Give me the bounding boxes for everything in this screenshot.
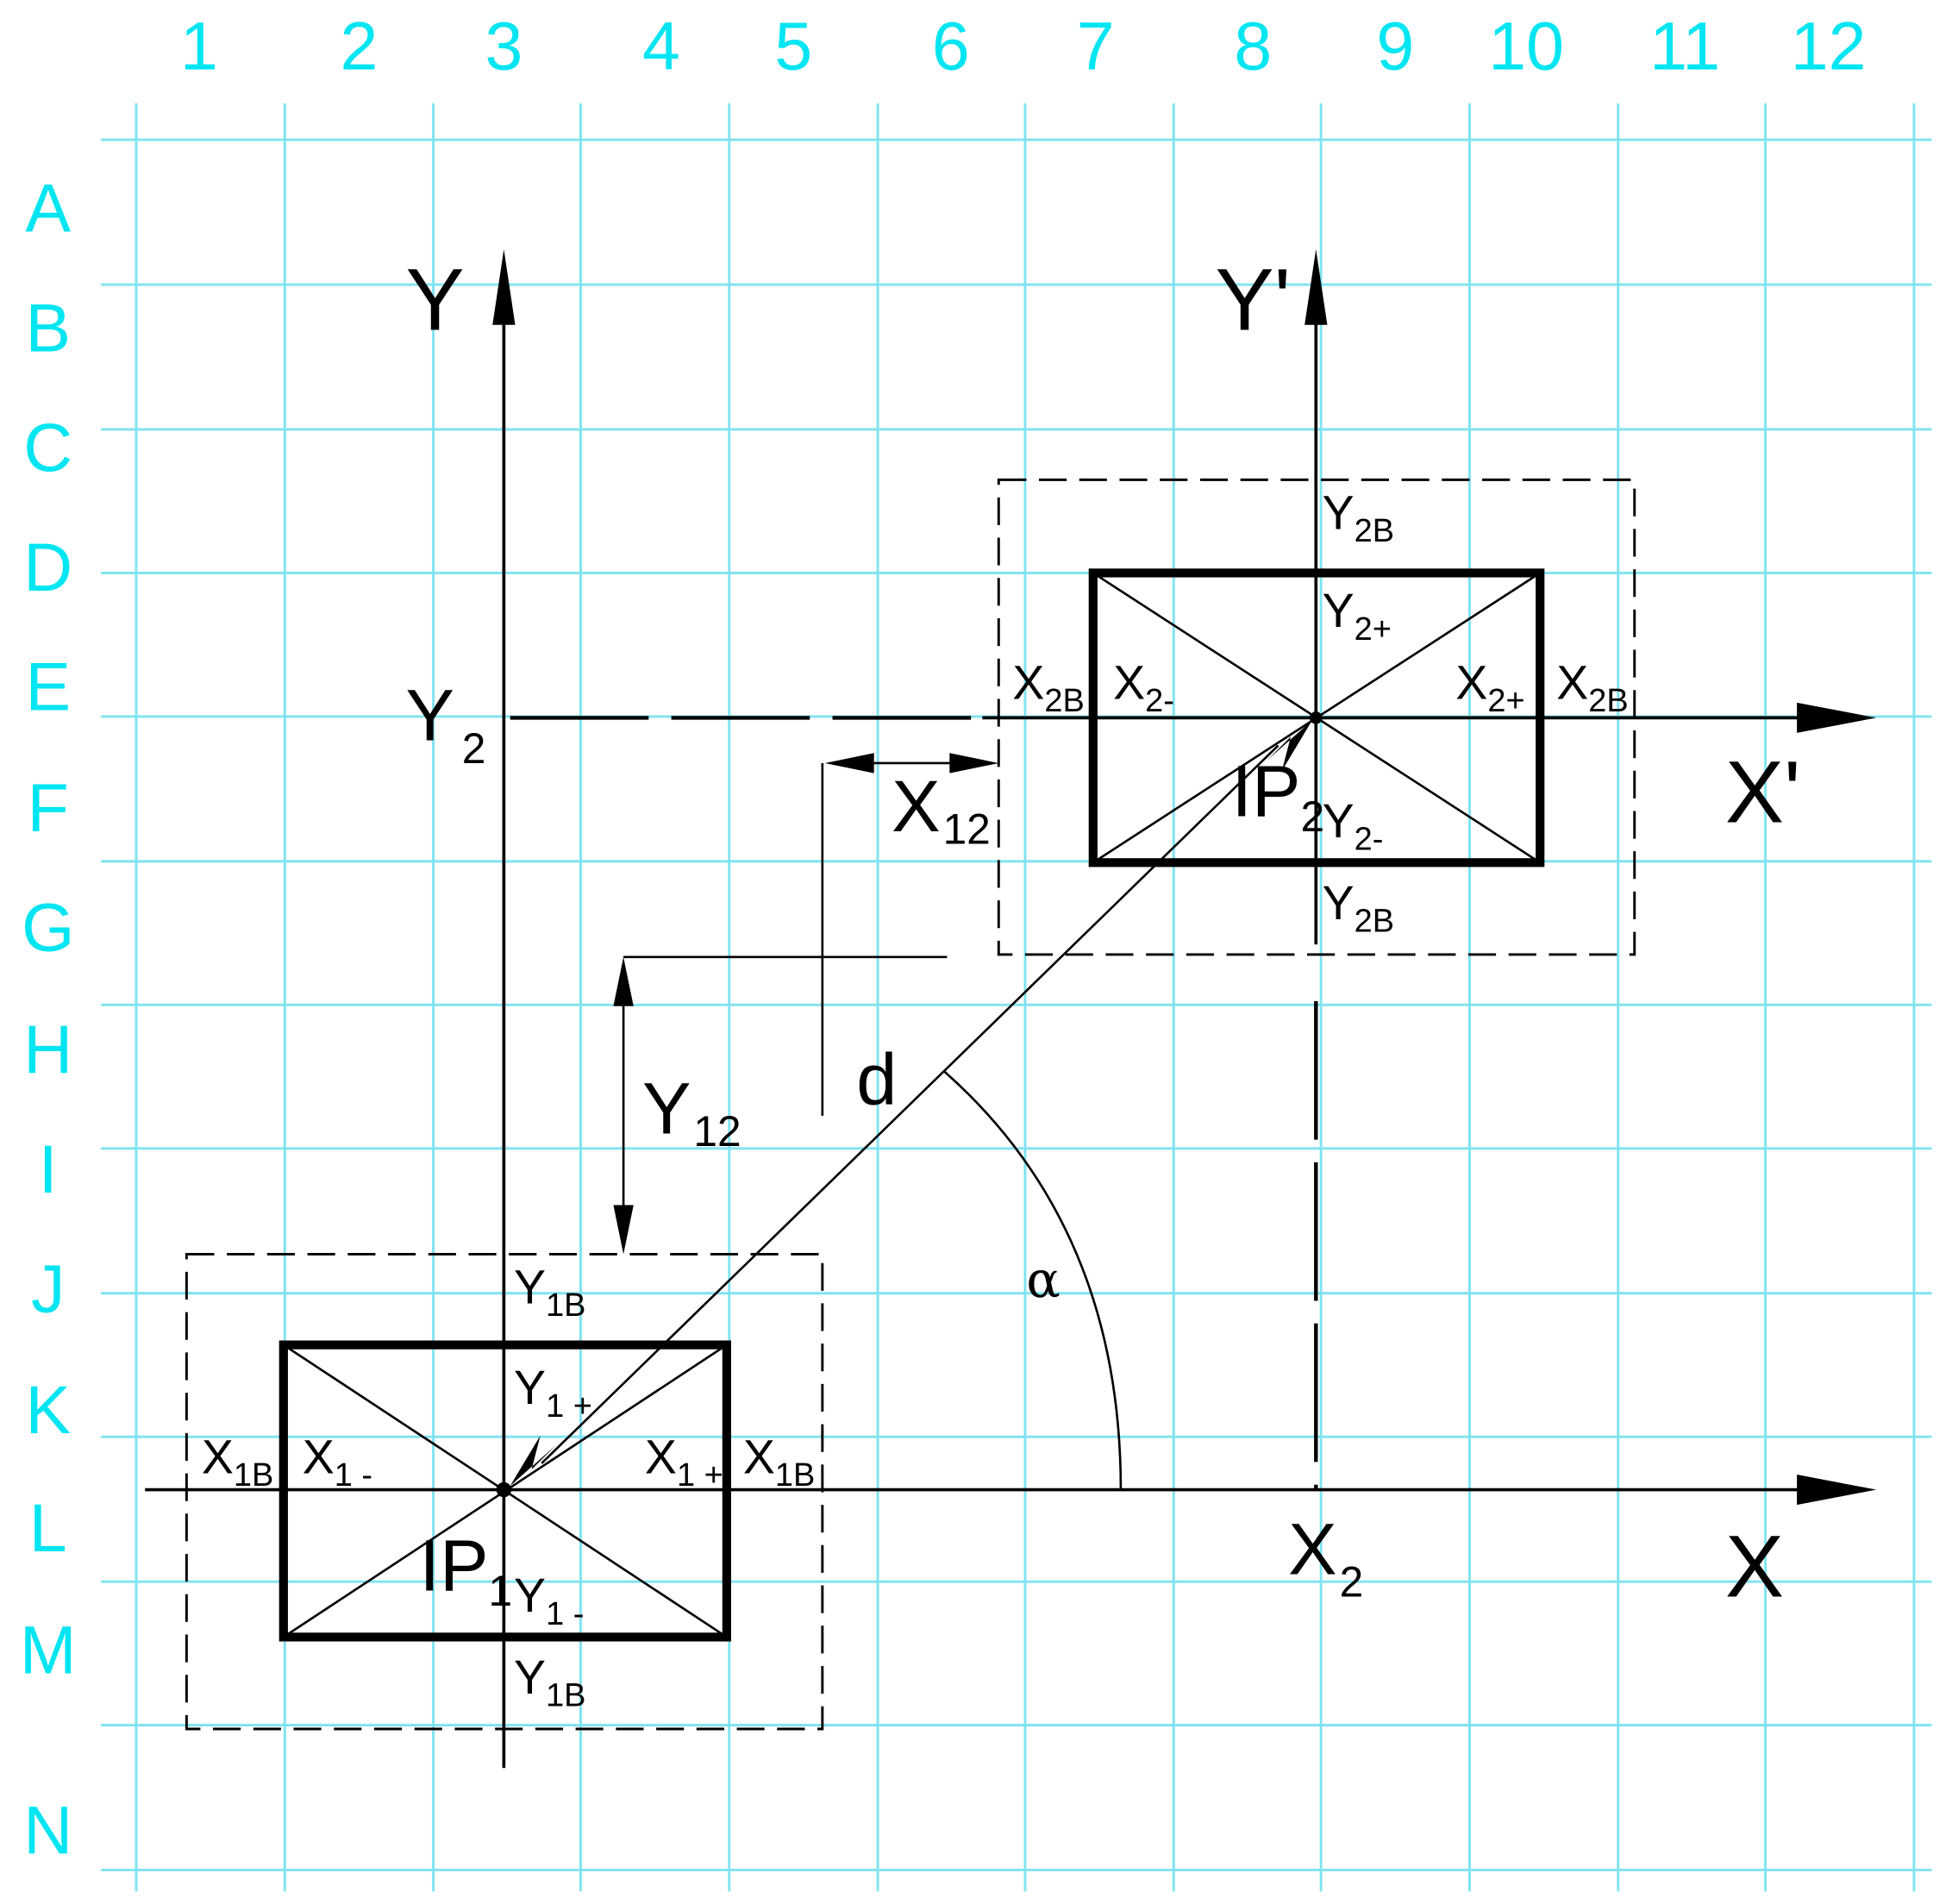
grid-row-label: I [39,1131,58,1207]
grid-row-label: M [20,1613,77,1688]
x-prime-axis-arrow [1797,702,1877,733]
x2-minus-label: X2- [1113,655,1174,719]
x2b-left-label: X2B [1012,655,1084,719]
ip1-label: IP1 [420,1524,513,1615]
grid-column-label: 4 [642,8,680,84]
grid-row-label: D [23,529,72,605]
grid-row-label: H [23,1012,72,1087]
grid-column-label: 5 [774,8,812,84]
y2b-top-label: Y2B [1323,485,1394,549]
x2b-right-label: X2B [1556,655,1628,719]
grid-column-label: 3 [485,8,522,84]
x1b-right-label: X1B [743,1431,815,1494]
ip1-center-point [496,1481,512,1498]
grid-row-label: K [25,1372,71,1448]
y-prime-axis-label: Y' [1215,250,1291,349]
x1-plus-label: X1 + [645,1431,723,1494]
y12-dimension [613,955,948,1255]
secondary-axes [982,249,1877,945]
alpha-label: α [1026,1250,1060,1309]
ip2-boundary-box [997,478,1636,956]
x-prime-axis-label: X' [1725,742,1801,842]
alpha-arc [943,1070,1123,1490]
grid-column-label: 9 [1376,8,1414,84]
grid-column-label: 12 [1791,8,1867,84]
grid-column-label: 6 [932,8,970,84]
x12-dimension [821,753,999,1116]
ip1-boundary-box [185,1253,824,1731]
grid-column-label: 1 [180,8,218,84]
ip2-label: IP2 [1231,749,1324,841]
d-label: d [856,1038,897,1120]
y-axis-arrow [492,249,516,325]
y1b-top-label: Y1B [514,1260,585,1324]
y1b-bottom-label: Y1B [514,1650,585,1714]
grid-row-label: E [25,649,71,725]
vector-arrow-ip1 [510,1435,556,1487]
y2-minus-label: Y2- [1323,794,1384,858]
ip2-center-point [1309,711,1323,724]
grid-row-label: F [28,770,69,846]
y-axis-label: Y [405,250,464,349]
y12-label: Y12 [642,1067,741,1156]
distance-vector [510,720,1312,1487]
ip2-rectangle [1088,568,1545,867]
y2-plus-label: Y2+ [1323,584,1392,648]
y1-minus-label: Y1 - [514,1569,584,1632]
grid-lines [101,103,1932,1892]
x12-label: X12 [892,765,991,854]
x1-minus-label: X1 - [303,1431,372,1494]
main-axes [145,249,1877,1769]
x1b-left-label: X1B [202,1431,273,1494]
ip1-rectangle [278,1340,731,1642]
grid-row-label: N [23,1793,72,1869]
grid-row-label: L [29,1490,67,1566]
grid-column-label: 8 [1234,8,1272,84]
grid-column-label: 11 [1649,8,1720,84]
x-axis-label: X [1725,1517,1784,1616]
grid-row-label: C [23,410,72,485]
vector-arrow-ip2 [1267,720,1312,771]
grid-column-label: 10 [1488,8,1564,84]
x2-plus-label: X2+ [1455,655,1524,719]
grid-row-label: B [25,290,71,366]
y-prime-axis-arrow [1304,249,1328,325]
grid-row-label: G [22,890,74,966]
grid-row-label: J [31,1251,65,1327]
y1-plus-label: Y1 + [514,1361,592,1425]
x-axis-arrow [1797,1475,1877,1506]
y2b-bottom-label: Y2B [1323,876,1394,940]
x2-label: X2 [1288,1507,1363,1606]
grid-column-label: 7 [1077,8,1115,84]
grid-column-label: 2 [341,8,379,84]
grid-row-label: A [25,171,71,247]
